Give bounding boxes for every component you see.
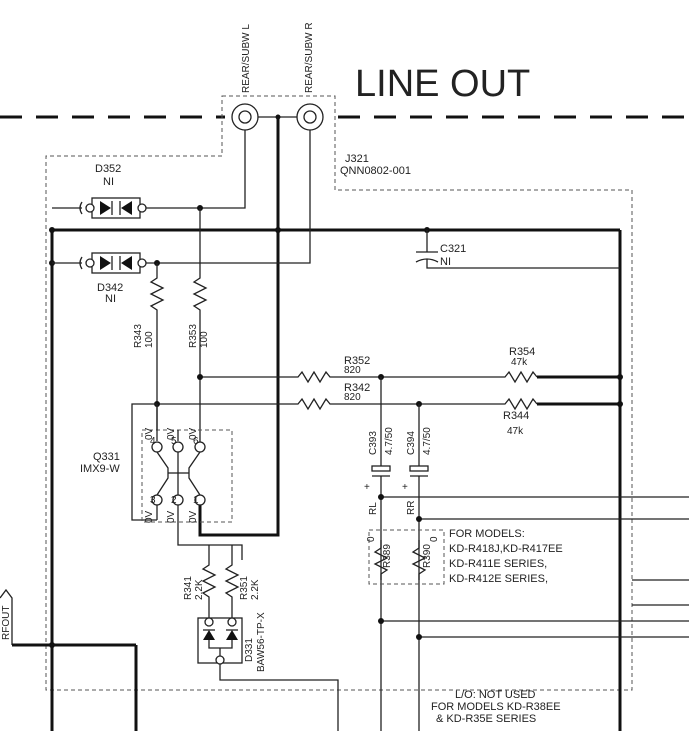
- models-note-line-2: KD-R418J,KD-R417EE: [449, 543, 563, 555]
- r351-value: 2.2K: [250, 579, 261, 600]
- r389-value: 0: [366, 536, 377, 542]
- net-label-rr: RR: [406, 501, 417, 515]
- optional-jumper-box: [368, 529, 445, 585]
- svg-text:+: +: [364, 482, 370, 493]
- q331-pin-6: 6: [193, 436, 199, 447]
- r351-ref: R351: [239, 576, 250, 600]
- q331-volt-1: 0V: [188, 510, 199, 523]
- ground-rail: [49, 227, 622, 731]
- r343-resistor: [149, 263, 165, 430]
- r389-ref: R389: [382, 544, 393, 568]
- output-lines: [378, 494, 689, 640]
- r342-r344-line: [154, 397, 623, 411]
- not-used-note-line-1: L/O: NOT USED: [455, 689, 536, 701]
- r352-r354-line: [197, 370, 623, 384]
- r390-value: 0: [429, 536, 440, 542]
- r341-resistor: [201, 545, 217, 618]
- svg-text:+: +: [402, 482, 408, 493]
- d342-value: NI: [105, 293, 116, 305]
- q331-volt-5: 0V: [166, 427, 177, 440]
- d331-part: BAW56-TP-X: [256, 612, 267, 672]
- models-note-line-1: FOR MODELS:: [449, 528, 525, 540]
- c321-ref: C321: [440, 243, 466, 255]
- j321-ref: J321: [345, 153, 369, 165]
- q331-volt-6: 0V: [188, 427, 199, 440]
- q331-transistor-array: [131, 403, 243, 560]
- r343-ref: R343: [133, 324, 144, 348]
- models-note-line-3: KD-R411E SERIES,: [449, 558, 547, 570]
- d352-diode-pair: [52, 197, 147, 219]
- r354-ref: R354: [509, 346, 535, 358]
- r390-resistor: [411, 540, 427, 580]
- r342-value: 820: [344, 392, 361, 403]
- not-used-note-line-3: & KD-R35E SERIES: [436, 713, 536, 725]
- d331-ref: D331: [244, 638, 255, 662]
- c321-value: NI: [440, 256, 451, 268]
- r343-value: 100: [144, 331, 155, 348]
- r342-ref: R342: [344, 382, 370, 394]
- q331-pin-4: 4: [150, 436, 156, 447]
- q331-volt-2: 0V: [166, 510, 177, 523]
- d331-diode-pair: [197, 617, 339, 731]
- r353-resistor: [192, 208, 208, 442]
- r341-value: 2.2K: [194, 579, 205, 600]
- models-note-line-4: KD-R412E SERIES,: [449, 573, 548, 585]
- q331-pin-1: 1: [193, 495, 199, 506]
- q331-volt-4: 0V: [144, 427, 155, 440]
- q331-pin-2: 2: [171, 495, 177, 506]
- c394-ref: C394: [406, 431, 417, 455]
- j321-part: QNN0802-001: [340, 165, 411, 177]
- pin-label-rear-subw-l: REAR/SUBW L: [241, 24, 252, 93]
- q331-volt-3: 0V: [144, 510, 155, 523]
- q331-pin-5: 5: [171, 436, 177, 447]
- connector-wires: [146, 117, 280, 537]
- c321-capacitor: [415, 230, 620, 269]
- r354-value: 47k: [511, 357, 528, 368]
- net-label-rl: RL: [368, 502, 379, 515]
- r344-value: 47k: [507, 426, 524, 437]
- c393-ref: C393: [368, 431, 379, 455]
- c394-value: 4.7/50: [422, 427, 433, 455]
- d352-ref: D352: [95, 163, 121, 175]
- d342-ref: D342: [97, 282, 123, 294]
- r351-resistor: [224, 545, 240, 618]
- c393-capacitor: +: [364, 377, 391, 731]
- q331-ref: Q331: [93, 451, 120, 463]
- q331-part: IMX9-W: [80, 463, 120, 475]
- r344-ref: R344: [503, 410, 529, 422]
- board-outline: [45, 95, 633, 691]
- r390-ref: R390: [422, 544, 433, 568]
- d352-value: NI: [103, 176, 114, 188]
- line-out-title: LINE OUT: [355, 63, 530, 105]
- rfout-label: RFOUT: [1, 606, 12, 640]
- r389-resistor: [373, 540, 389, 580]
- pin-label-rear-subw-r: REAR/SUBW R: [304, 22, 315, 93]
- d342-diode-pair: [52, 130, 311, 274]
- r352-ref: R352: [344, 355, 370, 367]
- c393-value: 4.7/50: [384, 427, 395, 455]
- r353-value: 100: [199, 331, 210, 348]
- rfout-connector: [0, 588, 138, 731]
- r341-ref: R341: [183, 576, 194, 600]
- r352-value: 820: [344, 365, 361, 376]
- r353-ref: R353: [188, 324, 199, 348]
- q331-pin-3: 3: [150, 495, 156, 506]
- not-used-note-line-2: FOR MODELS KD-R38EE: [431, 701, 561, 713]
